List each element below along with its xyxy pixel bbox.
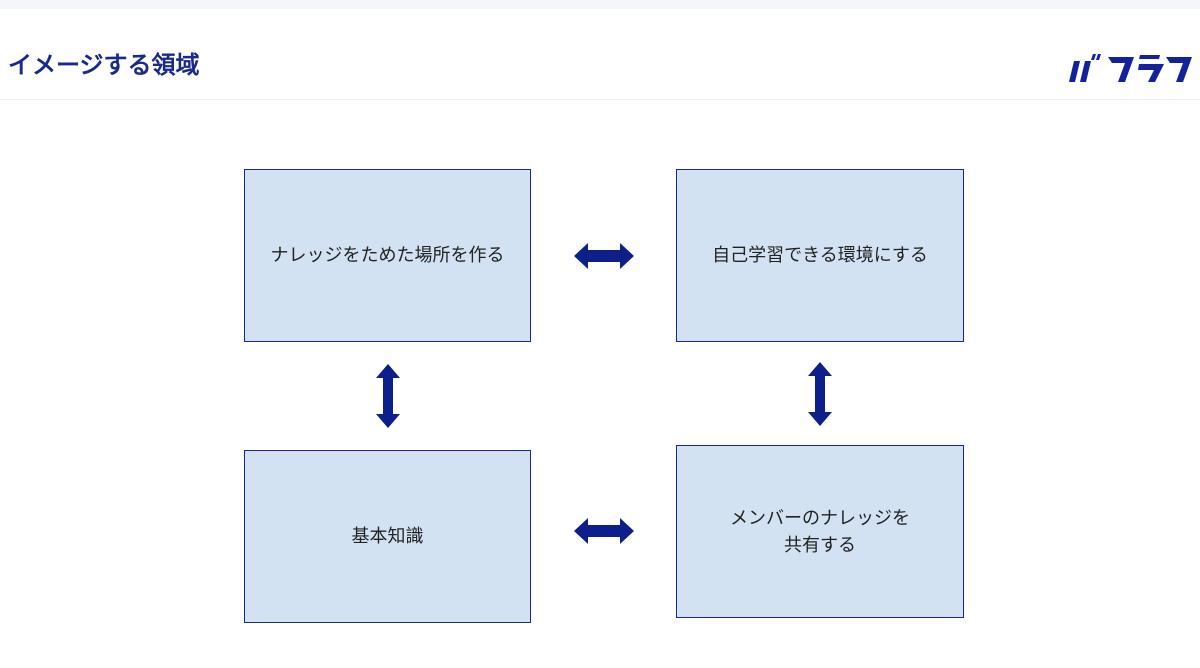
box-share-knowledge: メンバーのナレッジを 共有する [676, 445, 964, 618]
box-share-knowledge-label: メンバーのナレッジを 共有する [730, 507, 910, 556]
box-self-learning-label: 自己学習できる環境にする [712, 245, 928, 266]
double-arrow-bottom-horizontal [574, 518, 634, 544]
box-knowledge-place: ナレッジをためた場所を作る [244, 169, 531, 342]
double-arrow-left-vertical [376, 364, 400, 428]
double-arrow-right-vertical [808, 362, 832, 426]
box-self-learning: 自己学習できる環境にする [676, 169, 964, 342]
box-basic-knowledge-label: 基本知識 [351, 526, 424, 547]
box-knowledge-place-label: ナレッジをためた場所を作る [270, 245, 505, 266]
page-title: イメージする領域 [8, 51, 200, 79]
box-basic-knowledge: 基本知識 [244, 450, 531, 623]
top-strip [0, 0, 1200, 9]
bakuraku-logo [1069, 54, 1192, 82]
slide-header: イメージする領域 [0, 9, 1200, 100]
double-arrow-top-horizontal [574, 243, 634, 269]
